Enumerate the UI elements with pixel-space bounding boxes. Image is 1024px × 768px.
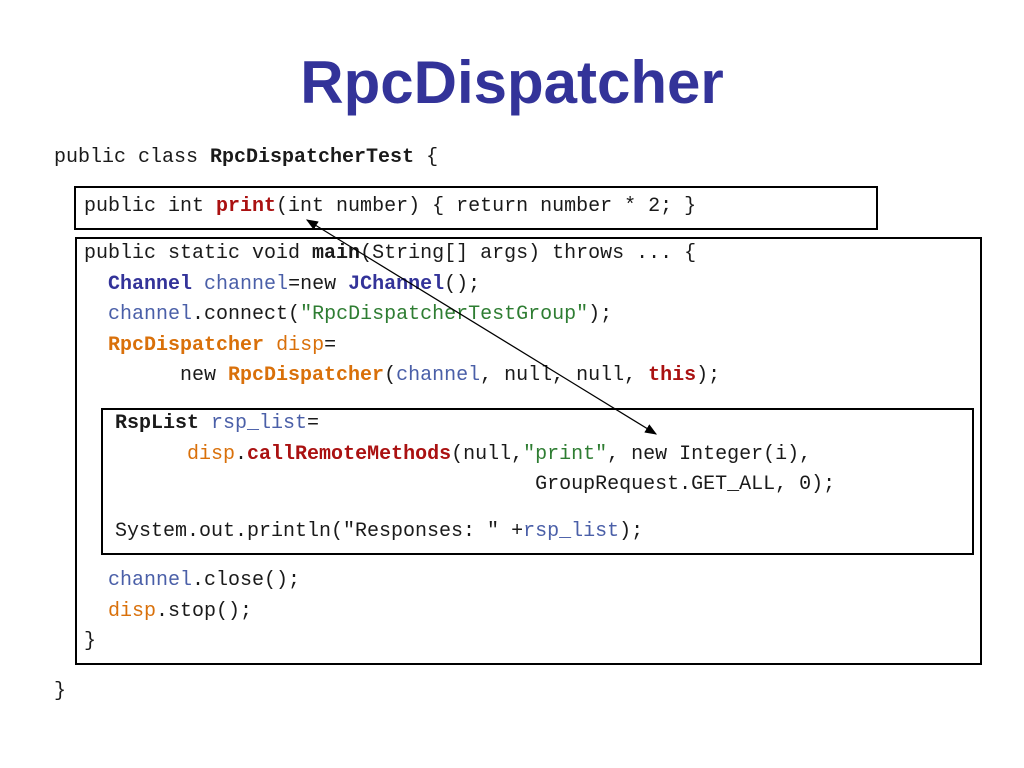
main-tail: channel.close(); disp.stop(); }: [84, 566, 300, 658]
code-text: (int number) { return number * 2; }: [276, 195, 697, 218]
code-text: , new Integer(i),: [607, 442, 812, 466]
rsp-list-var: rsp_list: [211, 412, 308, 435]
channel-var: channel: [108, 303, 193, 326]
class-close-brace: }: [54, 680, 67, 703]
print-method-name: print: [216, 195, 277, 218]
print-string: "print": [523, 442, 608, 466]
println-line: System.out.println("Responses: " +rsp_li…: [115, 517, 643, 548]
main-close-brace: }: [84, 630, 97, 653]
stop-line: disp.stop();: [108, 600, 252, 623]
print-method-line: public int print(int number) { return nu…: [84, 192, 696, 223]
code-text: {: [414, 146, 439, 169]
call-remote-methods: callRemoteMethods: [247, 442, 452, 466]
slide-title: RpcDispatcher: [300, 49, 724, 116]
call-continuation: GroupRequest.GET_ALL, 0);: [535, 473, 836, 496]
close-line: channel.close();: [108, 569, 300, 592]
channel-var: channel: [204, 272, 289, 296]
code-text: (null,: [451, 442, 524, 466]
channel-var: channel: [108, 569, 193, 592]
disp-var: disp: [108, 599, 157, 623]
class-name: RpcDispatcherTest: [210, 146, 415, 169]
rsp-decl-line: RspList rsp_list=: [115, 412, 319, 435]
code-text: .connect(: [192, 303, 301, 326]
class-declaration-line: public class RpcDispatcherTest {: [54, 143, 438, 174]
code-text: .close();: [192, 569, 301, 592]
disp-var: disp: [187, 442, 236, 466]
rsp-list-block: RspList rsp_list= disp.callRemoteMethods…: [115, 409, 835, 501]
rsplist-type: RspList: [115, 412, 200, 435]
code-text: public class: [54, 146, 211, 169]
code-text: .stop();: [156, 599, 253, 623]
code-text: new: [180, 364, 229, 387]
rsp-list-var: rsp_list: [523, 520, 620, 543]
this-keyword: this: [648, 364, 697, 387]
code-text: );: [619, 520, 644, 543]
code-text: public int: [84, 195, 217, 218]
call-remote-line: disp.callRemoteMethods(null,"print", new…: [187, 443, 811, 466]
code-text: );: [696, 364, 721, 387]
channel-type: Channel: [108, 272, 193, 296]
code-text: System.out.println("Responses: " +: [115, 520, 524, 543]
dispatcher-type: RpcDispatcher: [108, 333, 265, 357]
code-text: .: [235, 442, 248, 466]
arrow-line: [305, 219, 658, 435]
code-text: public static void: [84, 242, 313, 265]
